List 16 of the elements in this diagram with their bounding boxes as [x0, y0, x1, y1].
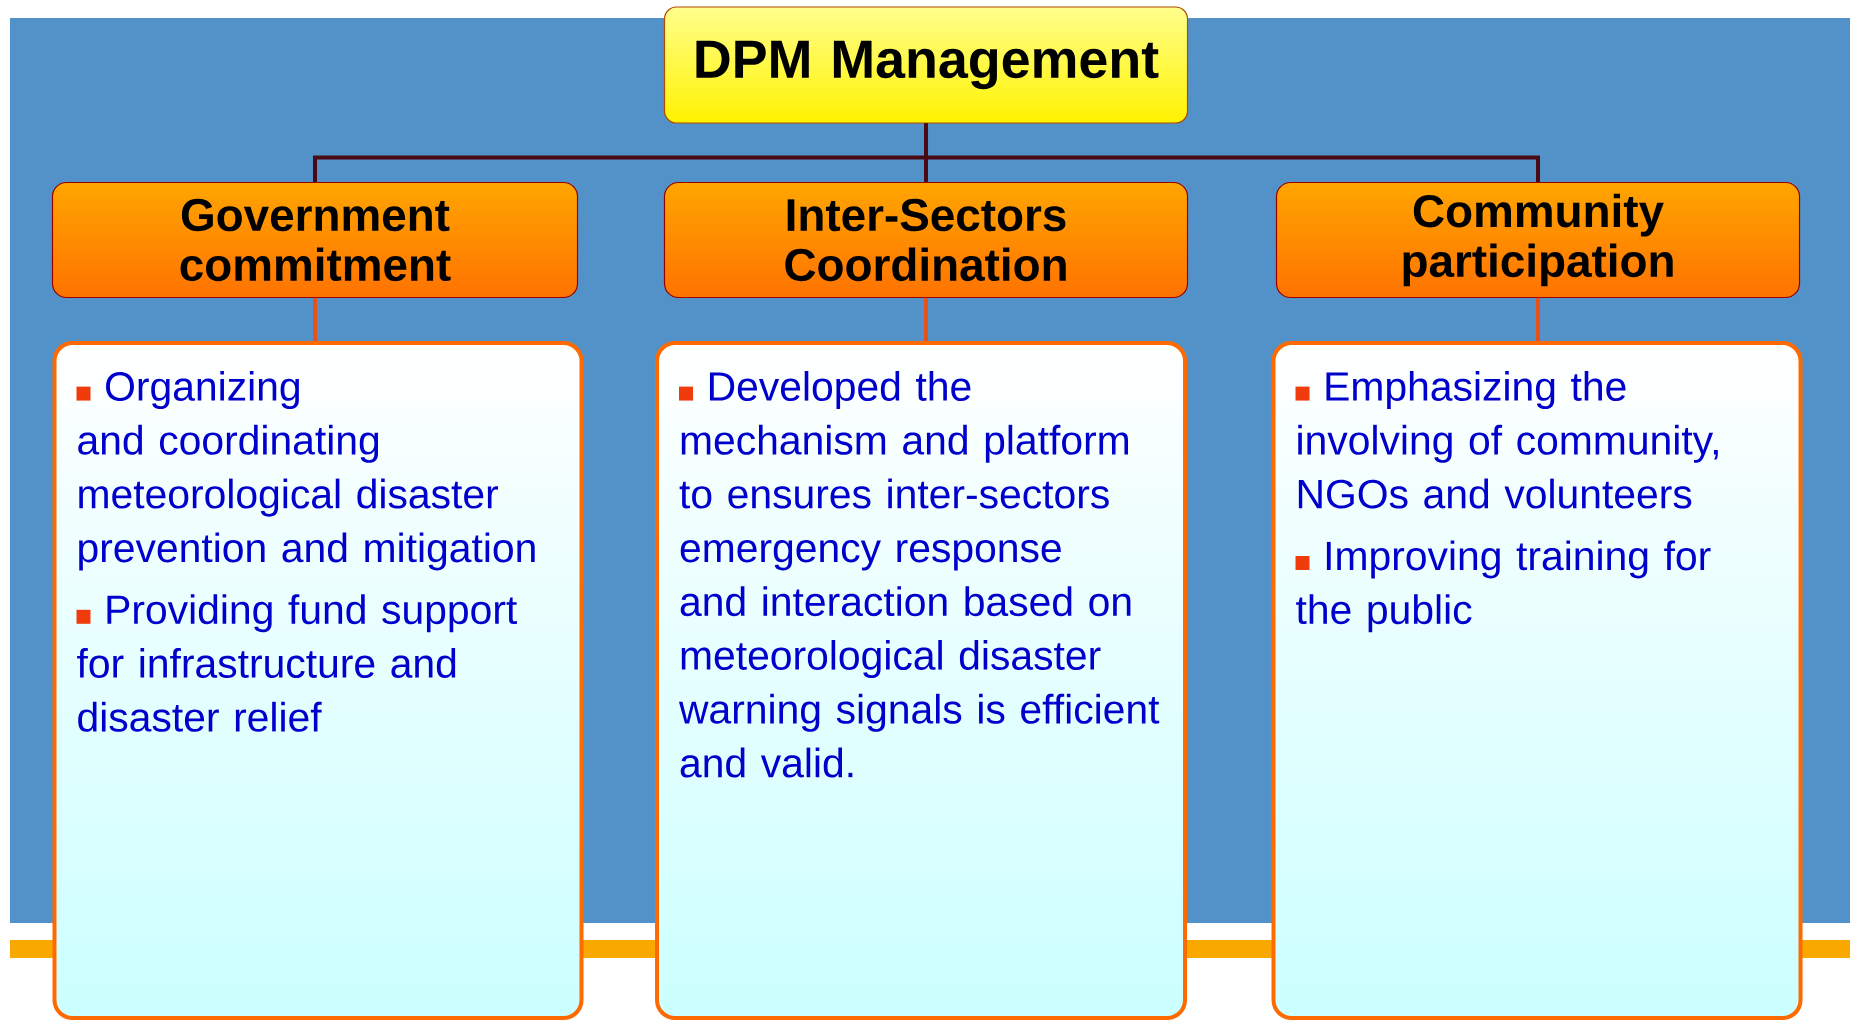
category-box: Inter-Sectors Coordination	[663, 181, 1189, 299]
connector-line	[924, 298, 928, 341]
content-box	[52, 341, 584, 1020]
content-box	[1271, 341, 1803, 1020]
connector-line	[1536, 298, 1540, 341]
bullet-text: Emphasizing the involving of community, NGOs and volunteers	[1295, 371, 1718, 509]
title-box: DPM Management	[663, 6, 1189, 124]
connector-line	[924, 123, 1540, 182]
content-box	[655, 341, 1187, 1020]
bullet-text: Developed the mechanism and platform to ensures inter-sectors emergency response and interaction based on meteorological disaster warning signals is efficient and valid.	[678, 371, 1160, 778]
category-box: Community participation	[1275, 181, 1801, 299]
category-box: Government commitment	[51, 181, 579, 299]
connector-line	[313, 298, 317, 341]
bullet-text: Organizing and coordinating meteorological disaster prevention and mitigation	[76, 371, 535, 571]
bullet-text: Improving training for the public	[1295, 540, 1711, 633]
bullet-text: Providing fund support for infrastructure and disaster relief	[76, 594, 517, 732]
